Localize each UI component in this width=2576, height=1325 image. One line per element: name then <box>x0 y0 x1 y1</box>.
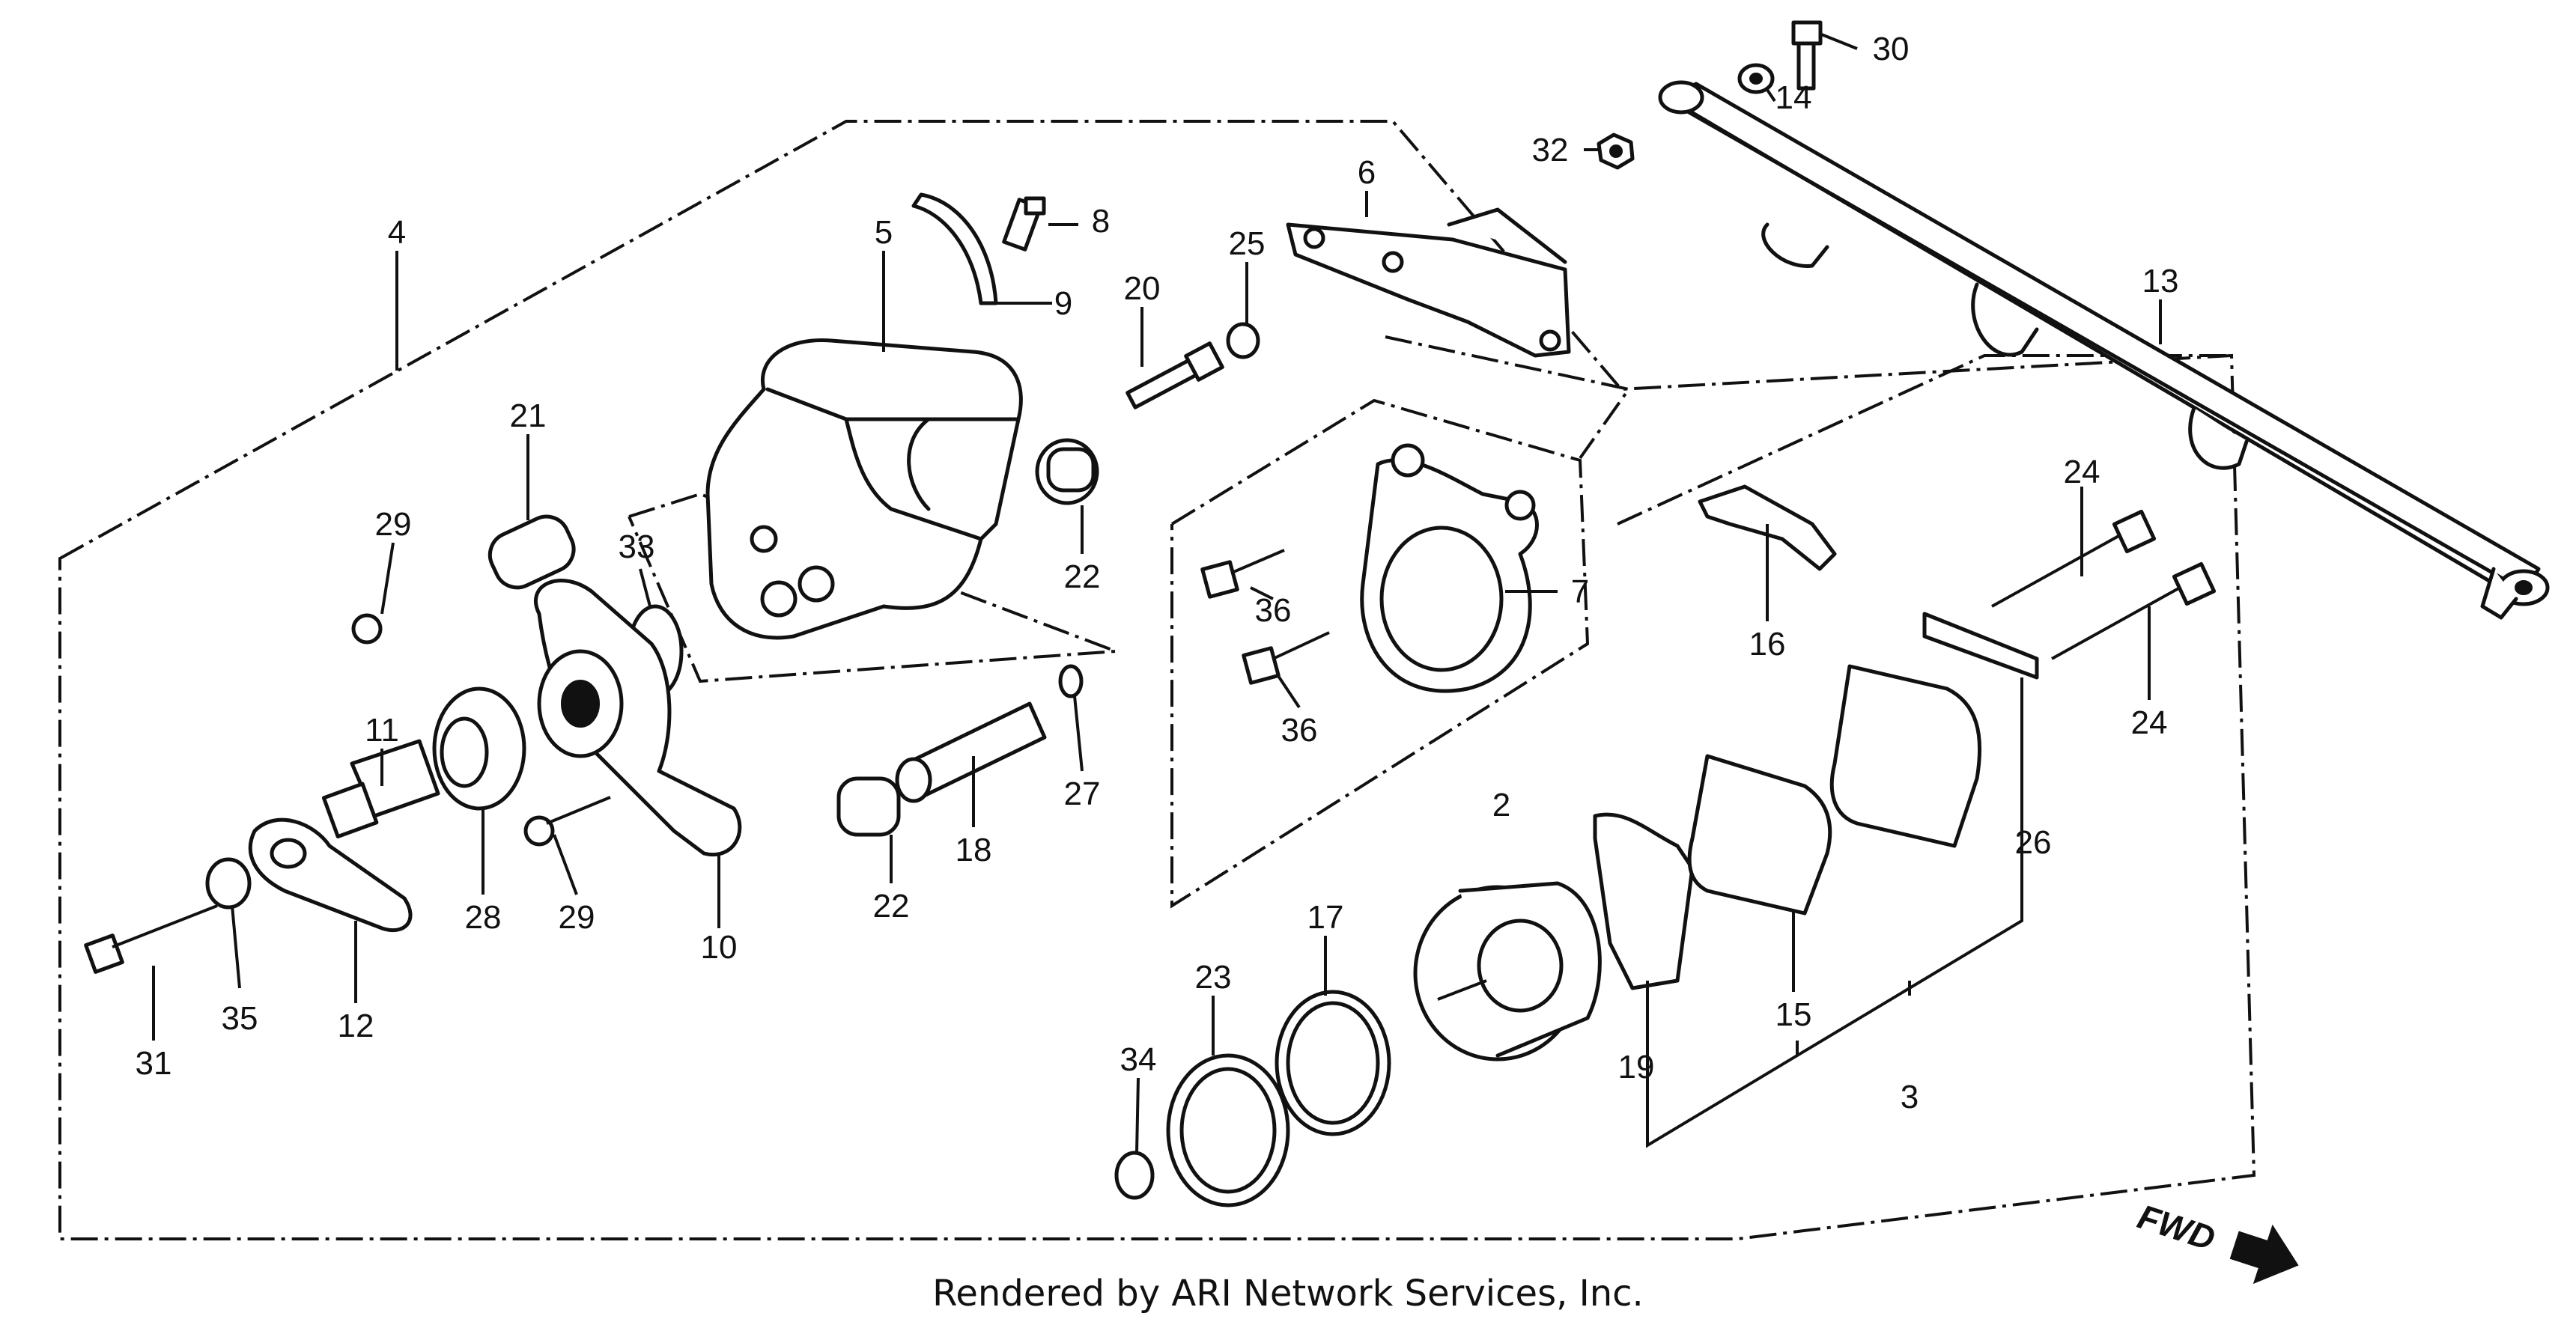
fwd-label: FWD <box>2133 1197 2220 1258</box>
pad-group-outline <box>1617 354 2232 526</box>
bushing-28 <box>432 686 526 811</box>
callout-32: 32 <box>1532 132 1569 168</box>
callout-20: 20 <box>1124 270 1161 307</box>
callout-4: 4 <box>388 214 406 251</box>
callout-5: 5 <box>875 214 893 251</box>
callout-29-lower: 29 <box>559 899 595 936</box>
callout-17: 17 <box>1307 899 1344 936</box>
bolt-11 <box>321 739 440 839</box>
fwd-arrow-icon <box>2229 1224 2299 1285</box>
caliper-assembly-outline <box>58 120 2256 1240</box>
callout-14: 14 <box>1775 79 1812 116</box>
clip-9 <box>911 192 998 305</box>
callout-19: 19 <box>1618 1049 1655 1085</box>
callout-34: 34 <box>1120 1041 1157 1078</box>
callout-10: 10 <box>701 929 738 966</box>
callout-7: 7 <box>1571 573 1589 610</box>
boot-22-upper <box>1035 438 1099 505</box>
callout-23: 23 <box>1195 959 1232 996</box>
callout-22-upper: 22 <box>1064 558 1101 595</box>
callout-29-upper: 29 <box>375 506 412 543</box>
callout-6: 6 <box>1358 154 1376 191</box>
leader-lines <box>152 32 2162 1154</box>
callout-26: 26 <box>2015 824 2052 861</box>
shim-19 <box>1593 812 1695 990</box>
callout-16: 16 <box>1749 626 1786 662</box>
nut-14 <box>1737 63 1775 94</box>
pin-24-lower <box>2051 561 2217 660</box>
callout-24-lower: 24 <box>2131 704 2168 741</box>
lever-arm <box>533 579 742 856</box>
callout-35: 35 <box>222 1000 258 1037</box>
callout-27: 27 <box>1064 776 1101 812</box>
torque-rod <box>1658 80 2550 620</box>
bracket-group-outline <box>1170 398 1590 909</box>
callout-25: 25 <box>1229 225 1266 262</box>
callout-22-lower: 22 <box>873 888 910 925</box>
washer-25 <box>1226 322 1260 359</box>
nut-29-upper <box>351 613 383 645</box>
callout-8: 8 <box>1092 203 1110 240</box>
pin-21 <box>487 514 576 590</box>
pad-set-bracket <box>1646 891 2023 1148</box>
callout-33: 33 <box>619 529 655 565</box>
piston-2 <box>1413 881 1602 1061</box>
bolt-29-lower <box>523 796 611 847</box>
callout-13: 13 <box>2142 263 2179 299</box>
bolt-30 <box>1791 20 1823 91</box>
callout-3: 3 <box>1901 1079 1919 1115</box>
callout-31: 31 <box>136 1045 172 1082</box>
pad-3 <box>1829 664 1982 848</box>
callout-18: 18 <box>956 832 992 868</box>
bleeder-screw-8 <box>1002 196 1046 252</box>
render-credit: Rendered by ARI Network Services, Inc. <box>932 1273 1644 1315</box>
retainer-26 <box>1922 612 2039 680</box>
callout-36-upper: 36 <box>1255 592 1292 629</box>
callout-2: 2 <box>1492 787 1510 823</box>
ring-34 <box>1114 1151 1155 1200</box>
bracket-7 <box>1360 443 1539 693</box>
callout-9: 9 <box>1054 285 1072 322</box>
nut-32 <box>1597 132 1635 170</box>
bolt-31 <box>84 904 218 974</box>
nut-35 <box>205 857 252 910</box>
callout-11: 11 <box>365 712 399 749</box>
pin-18 <box>895 701 1047 803</box>
caliper-bracket-6 <box>1286 207 1571 358</box>
pin-24-upper <box>1991 509 2157 608</box>
link-plate-12 <box>248 817 413 933</box>
bolt-36-lower <box>1242 631 1330 685</box>
callout-21: 21 <box>510 398 547 434</box>
callout-24-upper: 24 <box>2064 454 2100 490</box>
callout-12: 12 <box>338 1008 374 1044</box>
seal-23 <box>1166 1053 1290 1207</box>
caliper-body <box>705 338 1023 640</box>
ring-27 <box>1058 664 1084 698</box>
callout-28: 28 <box>465 899 502 936</box>
pad-15 <box>1687 754 1832 916</box>
bolt-20 <box>1126 341 1224 409</box>
callout-36-lower: 36 <box>1281 712 1318 749</box>
callout-30: 30 <box>1873 31 1910 67</box>
seal-17 <box>1275 990 1391 1136</box>
boot-22-lower <box>836 776 901 837</box>
bolt-36-upper <box>1200 549 1285 599</box>
callout-15: 15 <box>1775 996 1812 1033</box>
